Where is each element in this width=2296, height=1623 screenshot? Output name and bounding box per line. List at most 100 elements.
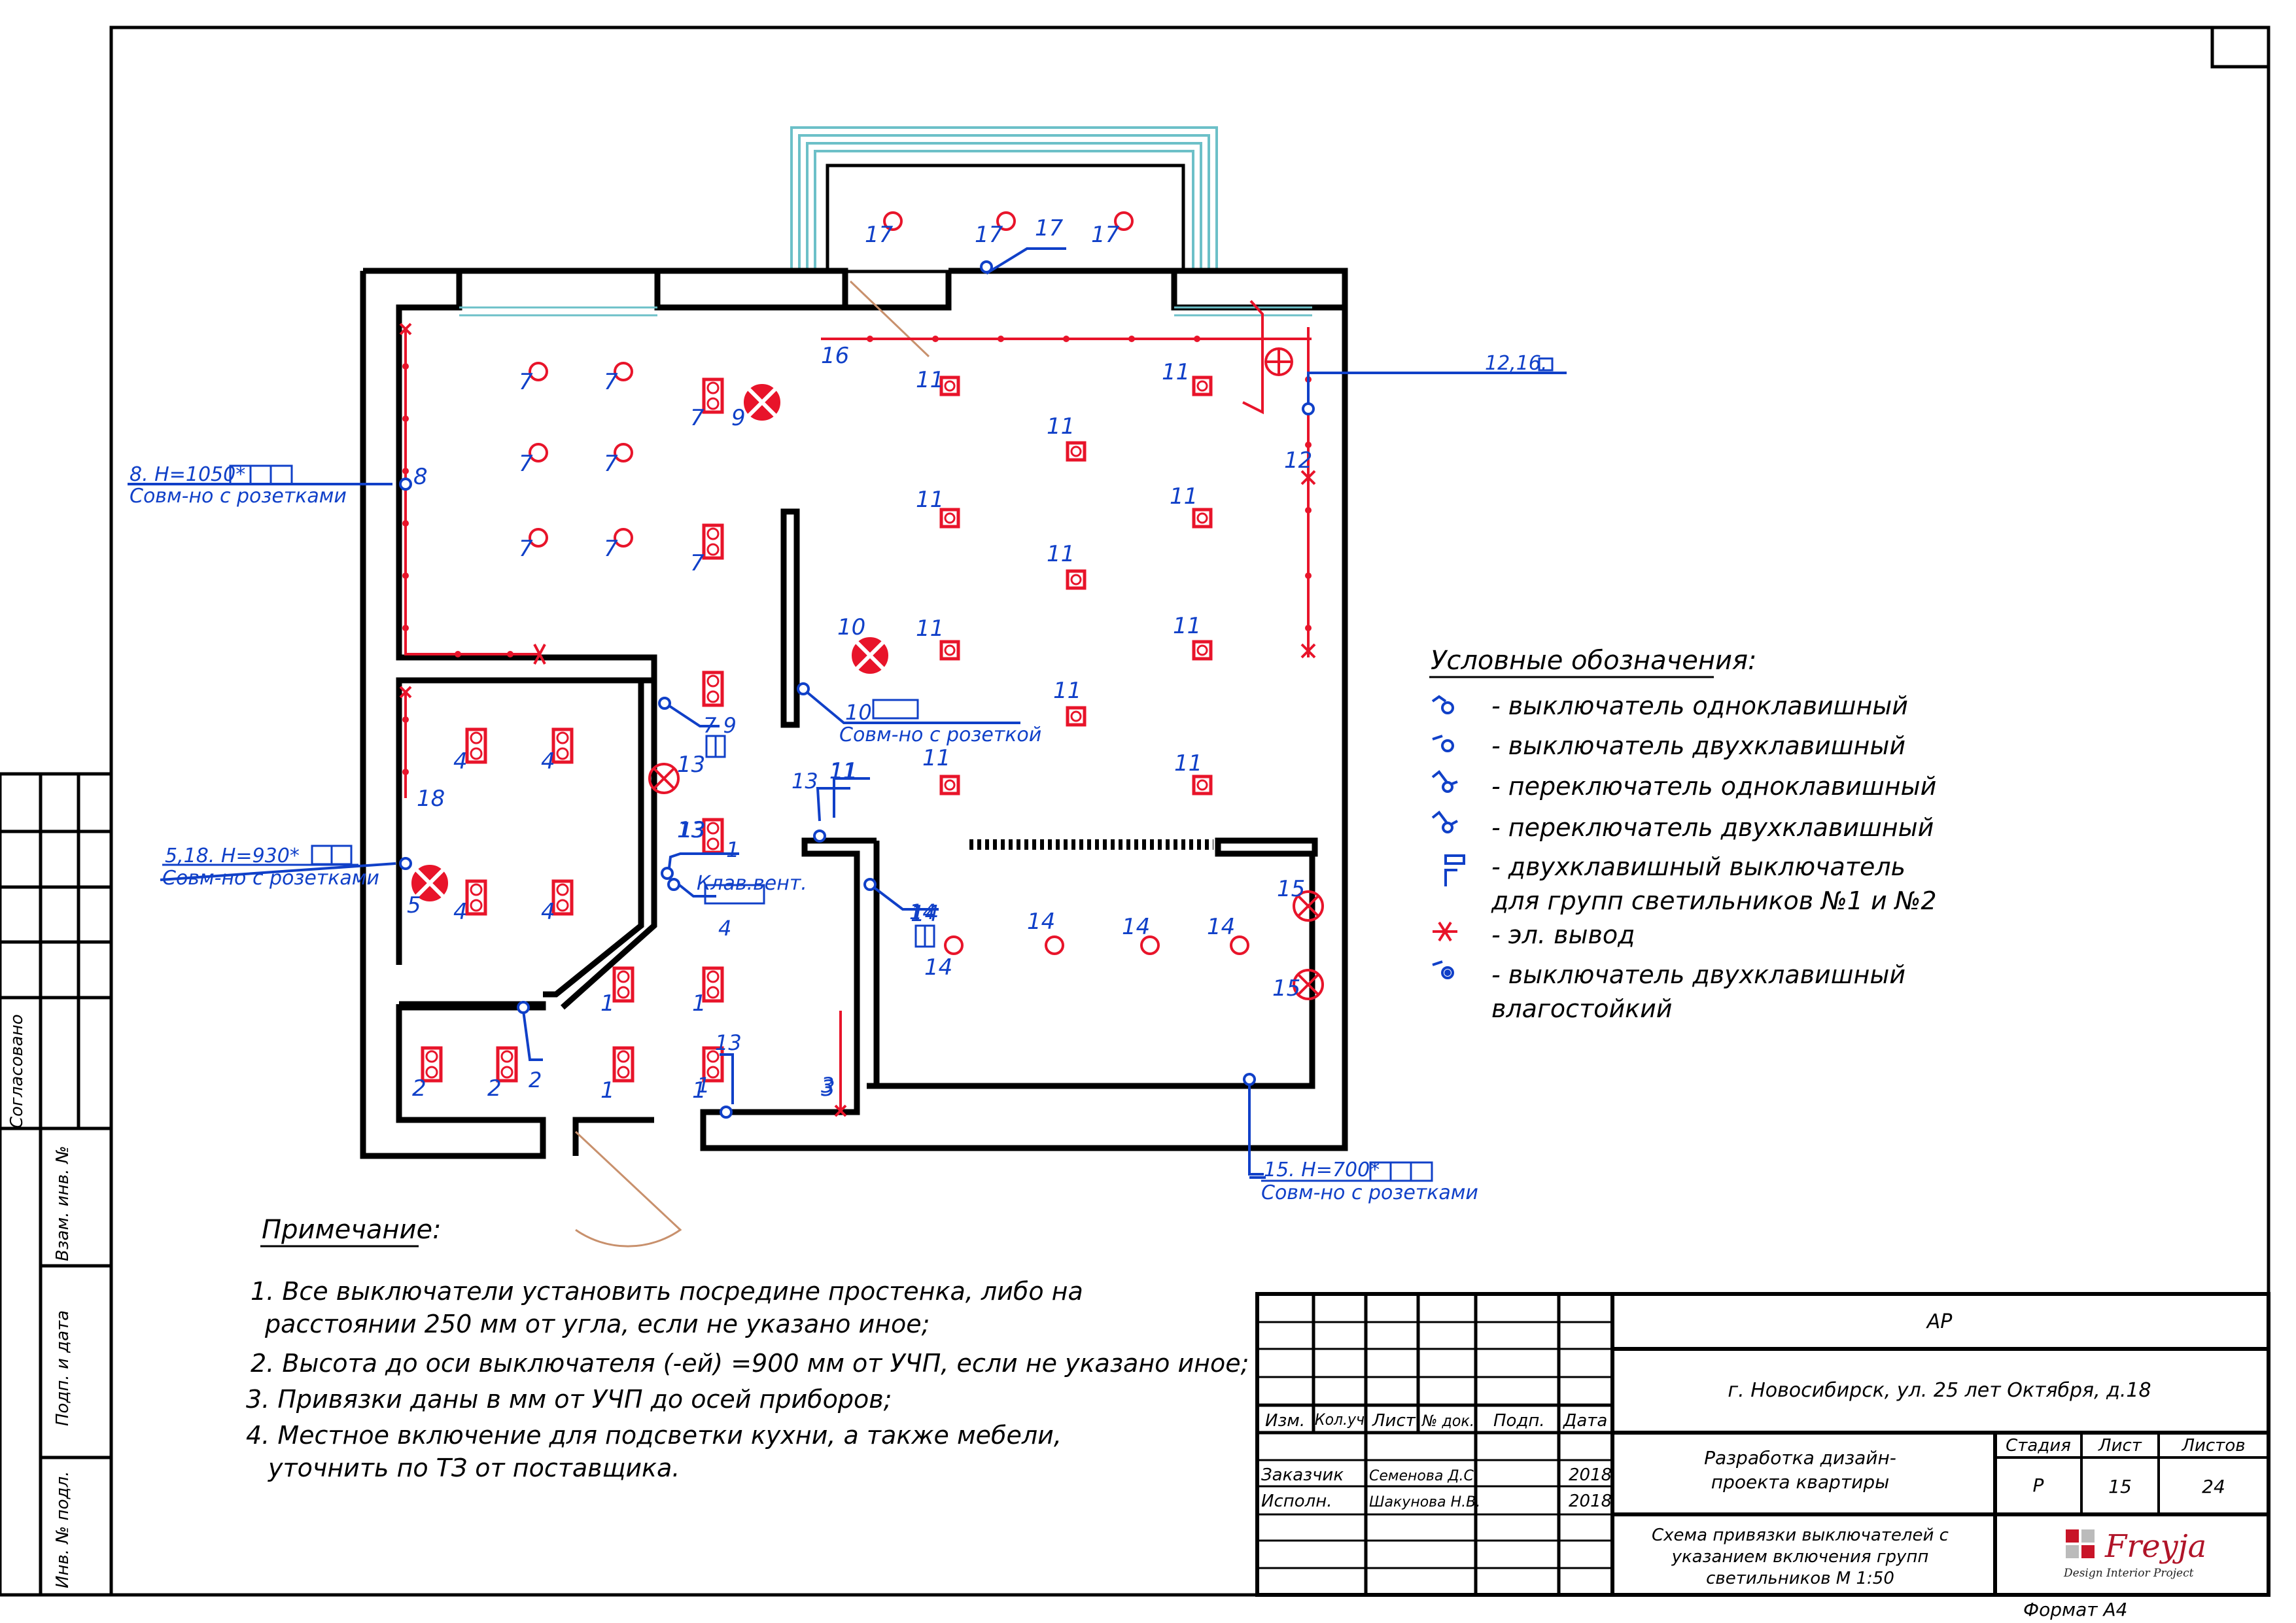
label-kitchen-8: 11	[1173, 613, 1201, 639]
label-room14-3: 14	[1207, 914, 1235, 940]
switch-label-1-bath: 1	[697, 1073, 710, 1098]
tb-sheets-label: Листов	[2181, 1436, 2245, 1456]
label-room14-5: 14	[911, 901, 939, 927]
switch-label-4: 4	[718, 916, 731, 941]
switch-wiring	[128, 247, 1567, 1179]
callout-15-line2: Совм-но с розетками	[1261, 1181, 1478, 1204]
switch-label-13-11: 13	[791, 769, 818, 794]
callout-8-line2: Совм-но с розетками	[130, 485, 347, 508]
note-line-4: 3. Привязки даны в мм от УЧП до осей при…	[246, 1385, 892, 1414]
legend: Условные обозначения: - выключатель одно…	[1429, 646, 1937, 1023]
label-balcony-switch: 17	[1035, 215, 1064, 241]
legend-item-2: - выключатель двухклавишный	[1491, 731, 1905, 760]
label-kitchen-5: 11	[1170, 483, 1198, 510]
side-stamp	[0, 772, 113, 1597]
switch-symbols	[399, 260, 1315, 1119]
label-kitchen-7: 11	[916, 616, 944, 642]
label-kitchen-9: 11	[1053, 678, 1081, 704]
label-balcony-1: 17	[865, 222, 894, 248]
note-line-6: уточнить по ТЗ от поставщика.	[268, 1454, 680, 1482]
tb-h-list: Лист	[1372, 1411, 1416, 1431]
label-lounge-1: 7	[519, 369, 533, 395]
tb-drawing-1: Схема привязки выключателей с	[1652, 1526, 1949, 1545]
switch-label-1: 1	[726, 837, 739, 862]
callout-8-line1: 8. H=1050*	[130, 463, 245, 486]
tb-h-kol: Кол.уч	[1315, 1410, 1365, 1429]
stamp-podp: Подп. и дата	[53, 1310, 73, 1426]
tb-project-1: Разработка дизайн-	[1704, 1447, 1896, 1469]
note-line-1: 1. Все выключатели установить посредине …	[251, 1277, 1083, 1306]
label-kitchen-10: 11	[922, 745, 950, 771]
label-bedroom-strip: 18	[417, 786, 445, 812]
label-room15-1: 15	[1277, 876, 1305, 902]
tb-h-izm: Изм.	[1265, 1411, 1305, 1431]
balcony	[790, 126, 1218, 271]
legend-item-7b: влагостойкий	[1491, 994, 1673, 1023]
title-block	[1255, 1292, 2270, 1597]
label-bedroom-2: 4	[541, 748, 555, 775]
label-kitchen-11: 11	[1174, 750, 1202, 777]
switch-label-2: 2	[529, 1068, 542, 1092]
stamp-inv: Инв. № подл.	[53, 1471, 73, 1588]
walls	[360, 268, 1348, 1159]
label-bath-1: 2	[412, 1075, 426, 1102]
label-kitchen-6: 11	[1047, 541, 1075, 567]
label-lounge-2: 7	[604, 369, 618, 395]
callout-15-line1: 15. H=700*	[1264, 1159, 1380, 1181]
door-arcs	[574, 280, 930, 1248]
tb-drawing-2: указанием включения групп	[1671, 1547, 1929, 1567]
tb-stage: Р	[2033, 1475, 2044, 1496]
label-bedroom-3: 4	[453, 899, 468, 925]
switch-label-13-bath: 13	[715, 1030, 742, 1055]
switch-label-11: 11	[829, 759, 856, 784]
label-kitchen-12: 11	[829, 758, 858, 784]
callout-518-line2: Совм-но с розетками	[162, 867, 379, 890]
callout-1216: 12,16.	[1485, 352, 1547, 375]
label-bath-2: 2	[487, 1075, 502, 1102]
freyja-logo: Freyja Design Interior Project	[2063, 1528, 2206, 1580]
label-room14-2: 14	[1122, 914, 1150, 940]
label-balcony-2: 17	[975, 222, 1003, 248]
label-lounge-spot-2: 7	[690, 550, 704, 576]
label-lounge-5: 7	[519, 536, 533, 562]
label-room15-2: 15	[1272, 975, 1300, 1002]
legend-item-3: - переключатель одноклавишный	[1491, 772, 1936, 801]
logo-text: Freyja	[2104, 1528, 2206, 1565]
legend-item-1: - выключатель одноклавишный	[1491, 691, 1908, 720]
label-kitchen-1: 11	[916, 367, 944, 393]
label-strip-8: 8	[413, 464, 428, 490]
label-bedroom-4: 4	[541, 899, 555, 925]
tb-customer-role: Заказчик	[1261, 1465, 1344, 1485]
callout-vent: Клав.вент.	[697, 872, 807, 895]
label-room14-1: 14	[1027, 909, 1055, 935]
label-lounge-spot-1: 7	[690, 405, 704, 431]
switch-label-79: 7 9	[703, 713, 737, 738]
label-hall-4: 1	[692, 1077, 706, 1104]
label-lounge-6: 7	[604, 536, 618, 562]
switch-label-14: 14	[909, 899, 936, 924]
label-hall-3: 1	[600, 1077, 615, 1104]
legend-item-5b: для групп светильников №1 и №2	[1491, 886, 1937, 915]
tb-h-doc: № док.	[1421, 1412, 1474, 1430]
tb-code: АР	[1926, 1310, 1953, 1333]
label-balcony-3: 17	[1091, 222, 1120, 248]
note-line-3: 2. Высота до оси выключателя (-ей) =900 …	[251, 1349, 1249, 1378]
note-title: Примечание:	[262, 1215, 442, 1245]
label-corridor-2: 13	[677, 817, 705, 843]
tb-executor-name: Шакунова Н.В.	[1369, 1494, 1480, 1510]
notes: Примечание: 1. Все выключатели установит…	[246, 1215, 1249, 1482]
switch-label-13-1: 13	[679, 818, 706, 843]
tb-drawing-3: светильников М 1:50	[1706, 1569, 1894, 1588]
label-strip-16: 16	[821, 343, 849, 369]
legend-item-4: - переключатель двухклавишный	[1491, 813, 1934, 842]
label-hall-1: 1	[600, 990, 615, 1017]
tb-sheets: 24	[2202, 1476, 2225, 1497]
label-lounge-3: 7	[519, 451, 533, 477]
label-bedroom-chandelier: 5	[407, 892, 421, 918]
label-living-chandelier: 10	[837, 614, 865, 640]
legend-item-6: - эл. вывод	[1491, 920, 1635, 949]
legend-item-7: - выключатель двухклавишный	[1491, 960, 1905, 989]
note-line-5: 4. Местное включение для подсветки кухни…	[246, 1421, 1062, 1450]
callout-518-line1: 5,18. H=930*	[165, 845, 300, 867]
